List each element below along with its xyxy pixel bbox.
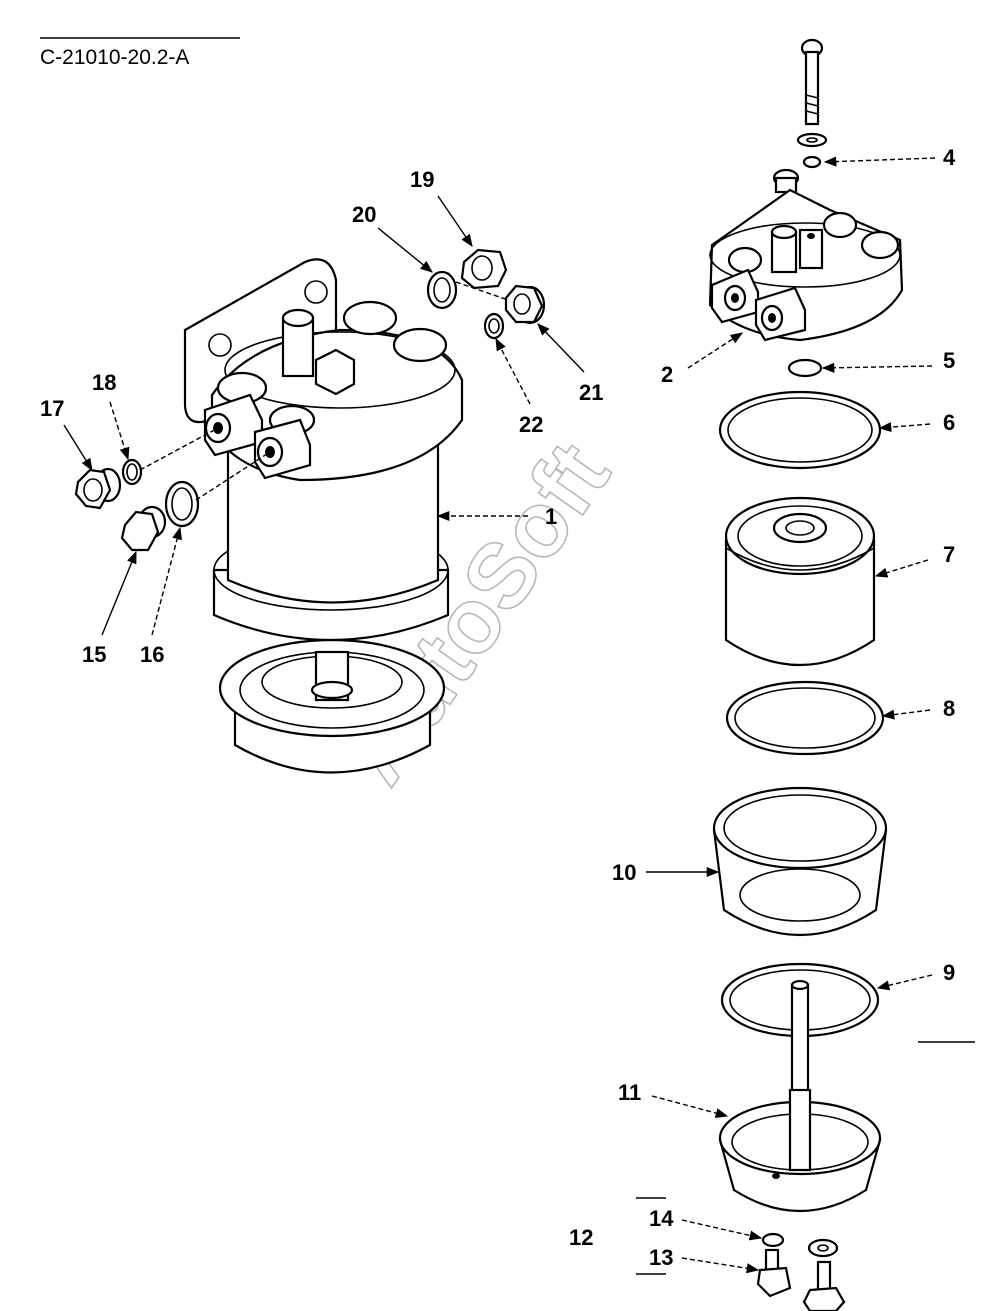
lower-bolt-and-washer [802, 1238, 846, 1311]
leader-20 [377, 227, 433, 273]
callout-6: 6 [943, 410, 955, 435]
leader-2 [687, 332, 744, 369]
callout-11: 11 [618, 1080, 641, 1105]
leader-19 [437, 195, 473, 248]
callout-15: 15 [82, 642, 106, 667]
washer-20 [426, 270, 458, 310]
callout-5: 5 [943, 348, 955, 373]
callout-22: 22 [519, 412, 543, 437]
plug-17 [74, 467, 122, 510]
leader-4 [823, 156, 936, 167]
callout-8: 8 [943, 696, 955, 721]
base-cup-11 [718, 979, 882, 1212]
filter-head-part-2 [708, 188, 904, 342]
leader-5 [821, 362, 933, 373]
filter-assembly-part-1 [183, 258, 464, 774]
leader-22 [495, 337, 531, 405]
drawing-code: C-21010-20.2-A [40, 46, 189, 69]
leader-8 [881, 709, 931, 720]
callout-14: 14 [649, 1206, 674, 1231]
leader-7 [874, 559, 929, 578]
callout-21: 21 [579, 380, 603, 405]
leader-13 [681, 1257, 760, 1274]
callout-18: 18 [92, 370, 116, 395]
plug-19 [460, 248, 508, 290]
callout-20: 20 [352, 202, 376, 227]
leader-17 [63, 424, 93, 472]
leader-14 [681, 1219, 763, 1241]
leader-21 [537, 323, 585, 373]
o-ring-14 [761, 1232, 785, 1248]
projection-line-lower-port [195, 451, 271, 501]
o-ring-5 [787, 358, 823, 378]
seal-ring-6 [718, 390, 882, 470]
callout-7: 7 [943, 542, 955, 567]
callout-17: 17 [40, 396, 64, 421]
callout-4: 4 [943, 145, 956, 170]
leader-16 [151, 526, 183, 636]
callout-10: 10 [612, 860, 636, 885]
washer-22 [483, 312, 505, 340]
leader-6 [878, 422, 931, 433]
callout-12: 12 [569, 1225, 593, 1250]
seal-ring-8 [725, 680, 885, 756]
callout-1: 1 [545, 504, 557, 529]
leader-18 [109, 401, 130, 461]
bowl-10 [712, 786, 888, 937]
plug-15 [120, 505, 167, 552]
callout-19: 19 [410, 167, 434, 192]
washer-16 [164, 480, 200, 528]
plug-21 [504, 284, 546, 325]
washer-18 [121, 458, 143, 486]
callout-16: 16 [140, 642, 164, 667]
projection-line-top-ports [455, 281, 509, 301]
drain-plug-13 [756, 1248, 792, 1298]
projection-line-upper-port [139, 427, 219, 471]
callout-9: 9 [943, 960, 955, 985]
leader-11 [651, 1095, 729, 1118]
callout-2: 2 [661, 362, 673, 387]
leader-15 [101, 550, 137, 636]
filter-element-7 [724, 496, 876, 666]
leader-9 [876, 974, 933, 991]
callout-13: 13 [649, 1245, 673, 1270]
